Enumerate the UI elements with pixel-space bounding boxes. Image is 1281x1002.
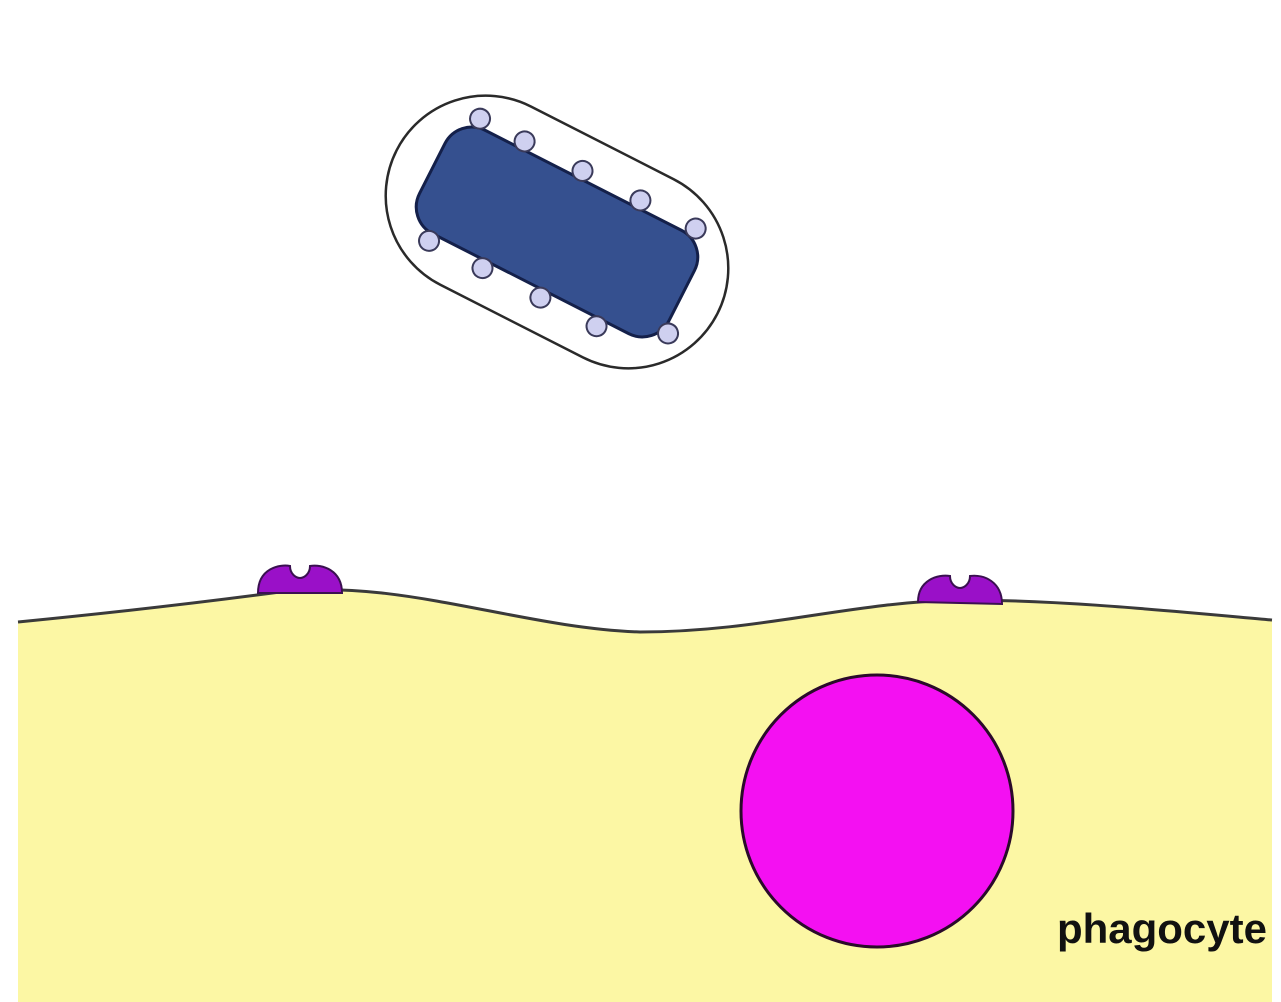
nucleus-icon: [741, 675, 1013, 947]
phagocyte-label: phagocyte: [1057, 908, 1267, 950]
receptor-icon: [918, 576, 1002, 604]
receptor-icon: [258, 566, 342, 593]
bacterium-icon: [351, 61, 763, 403]
